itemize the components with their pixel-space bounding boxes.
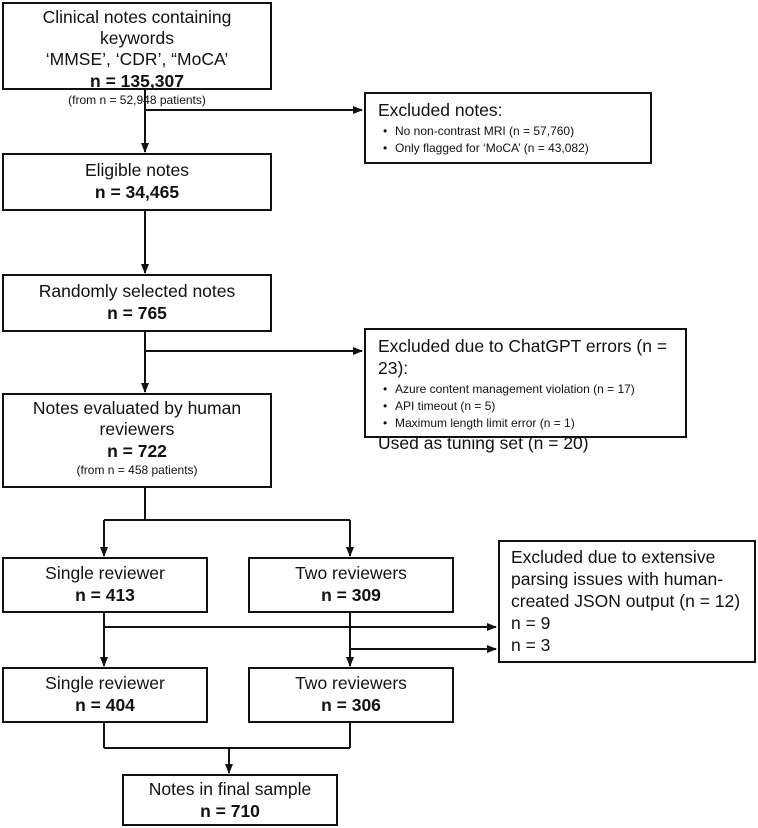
box-single-reviewer-2: Single reviewer n = 404 [2, 667, 208, 723]
excluded-notes-item: Only flagged for ‘MoCA’ (n = 43,082) [383, 140, 650, 157]
box-eligible-notes: Eligible notes n = 34,465 [2, 153, 272, 211]
clinical-notes-line1: Clinical notes containing keywords [42, 7, 232, 48]
box-excluded-notes: Excluded notes: No non-contrast MRI (n =… [364, 92, 652, 164]
excluded-notes-title: Excluded notes: [378, 100, 503, 120]
tuning-set-label: Used as tuning set (n = 20) [378, 433, 589, 453]
two-reviewers-1-title: Two reviewers [295, 563, 407, 583]
chatgpt-errors-item: API timeout (n = 5) [383, 398, 685, 415]
clinical-notes-line2: ‘MMSE’, ‘CDR’, “MoCA’ [45, 49, 229, 69]
single-reviewer-1-title: Single reviewer [45, 563, 165, 583]
clinical-notes-count: n = 135,307 [90, 71, 184, 91]
two-reviewers-2-count: n = 306 [321, 695, 381, 715]
box-parsing-issues: Excluded due to extensive parsing issues… [498, 540, 756, 663]
box-clinical-notes: Clinical notes containing keywords ‘MMSE… [2, 2, 272, 107]
final-sample-count: n = 710 [200, 801, 260, 821]
chatgpt-errors-title: Excluded due to ChatGPT errors (n = 23): [378, 336, 668, 378]
box-two-reviewers-1: Two reviewers n = 309 [248, 557, 454, 613]
notes-evaluated-line2: reviewers [99, 419, 175, 439]
excluded-notes-list: No non-contrast MRI (n = 57,760) Only fl… [378, 123, 650, 157]
excluded-notes-item: No non-contrast MRI (n = 57,760) [383, 123, 650, 140]
box-two-reviewers-2: Two reviewers n = 306 [248, 667, 454, 723]
final-sample-title: Notes in final sample [148, 779, 312, 799]
chatgpt-errors-item: Azure content management violation (n = … [383, 381, 685, 398]
chatgpt-errors-list: Azure content management violation (n = … [378, 381, 685, 432]
clinical-notes-patients: (from n = 52,948 patients) [68, 93, 206, 107]
notes-evaluated-count: n = 722 [107, 441, 167, 461]
box-randomly-selected: Randomly selected notes n = 765 [2, 274, 272, 332]
single-reviewer-1-count: n = 413 [75, 585, 135, 605]
randomly-selected-count: n = 765 [107, 303, 167, 323]
single-reviewer-2-title: Single reviewer [45, 673, 165, 693]
two-reviewers-2-title: Two reviewers [295, 673, 407, 693]
box-chatgpt-errors: Excluded due to ChatGPT errors (n = 23):… [364, 328, 687, 453]
chatgpt-errors-item: Maximum length limit error (n = 1) [383, 415, 685, 432]
parsing-issues-two-count: n = 3 [511, 635, 551, 655]
eligible-notes-title: Eligible notes [84, 160, 190, 180]
parsing-issues-line2: parsing issues with human- [511, 569, 724, 589]
notes-evaluated-patients: (from n = 458 patients) [76, 463, 198, 477]
randomly-selected-title: Randomly selected notes [38, 281, 236, 301]
parsing-issues-single-count: n = 9 [511, 613, 551, 633]
parsing-issues-line1: Excluded due to extensive [511, 547, 716, 567]
parsing-issues-line3: created JSON output (n = 12) [511, 591, 741, 611]
two-reviewers-1-count: n = 309 [321, 585, 381, 605]
single-reviewer-2-count: n = 404 [75, 695, 135, 715]
box-notes-evaluated: Notes evaluated by human reviewers n = 7… [2, 393, 272, 488]
box-final-sample: Notes in final sample n = 710 [122, 774, 338, 826]
eligible-notes-count: n = 34,465 [94, 182, 180, 202]
box-single-reviewer-1: Single reviewer n = 413 [2, 557, 208, 613]
notes-evaluated-line1: Notes evaluated by human [32, 398, 242, 418]
